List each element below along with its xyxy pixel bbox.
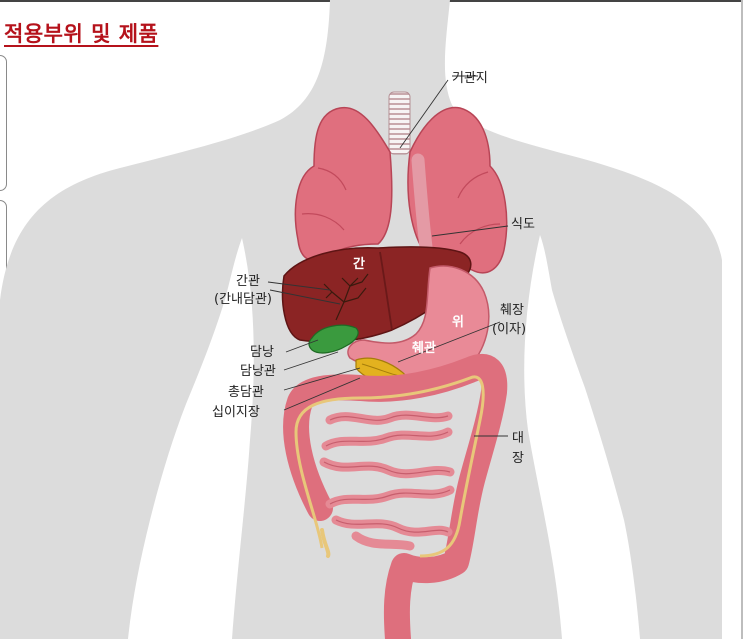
label-gallbladder: 담낭	[250, 345, 274, 360]
label-bile-ducts-line2: (간내담관)	[214, 292, 272, 307]
label-pancreas-line1: 췌장	[500, 303, 524, 318]
label-colon-line1: 대	[512, 431, 524, 446]
label-esophagus: 식도	[511, 217, 535, 232]
label-trachea: 기관지	[452, 71, 488, 86]
trachea-shape	[389, 92, 410, 154]
label-pancreas-line2: (이자)	[492, 322, 526, 337]
label-stomach: 위	[452, 315, 464, 330]
label-liver: 간	[353, 256, 365, 272]
label-duodenum: 십이지장	[212, 405, 260, 420]
label-cystic-duct: 담낭관	[240, 364, 276, 379]
label-pancreatic-duct: 췌관	[412, 340, 436, 356]
label-bile-ducts-line1: 간관	[236, 274, 260, 289]
label-common-bile-duct: 총담관	[228, 385, 264, 400]
label-colon-line2: 장	[512, 451, 524, 466]
